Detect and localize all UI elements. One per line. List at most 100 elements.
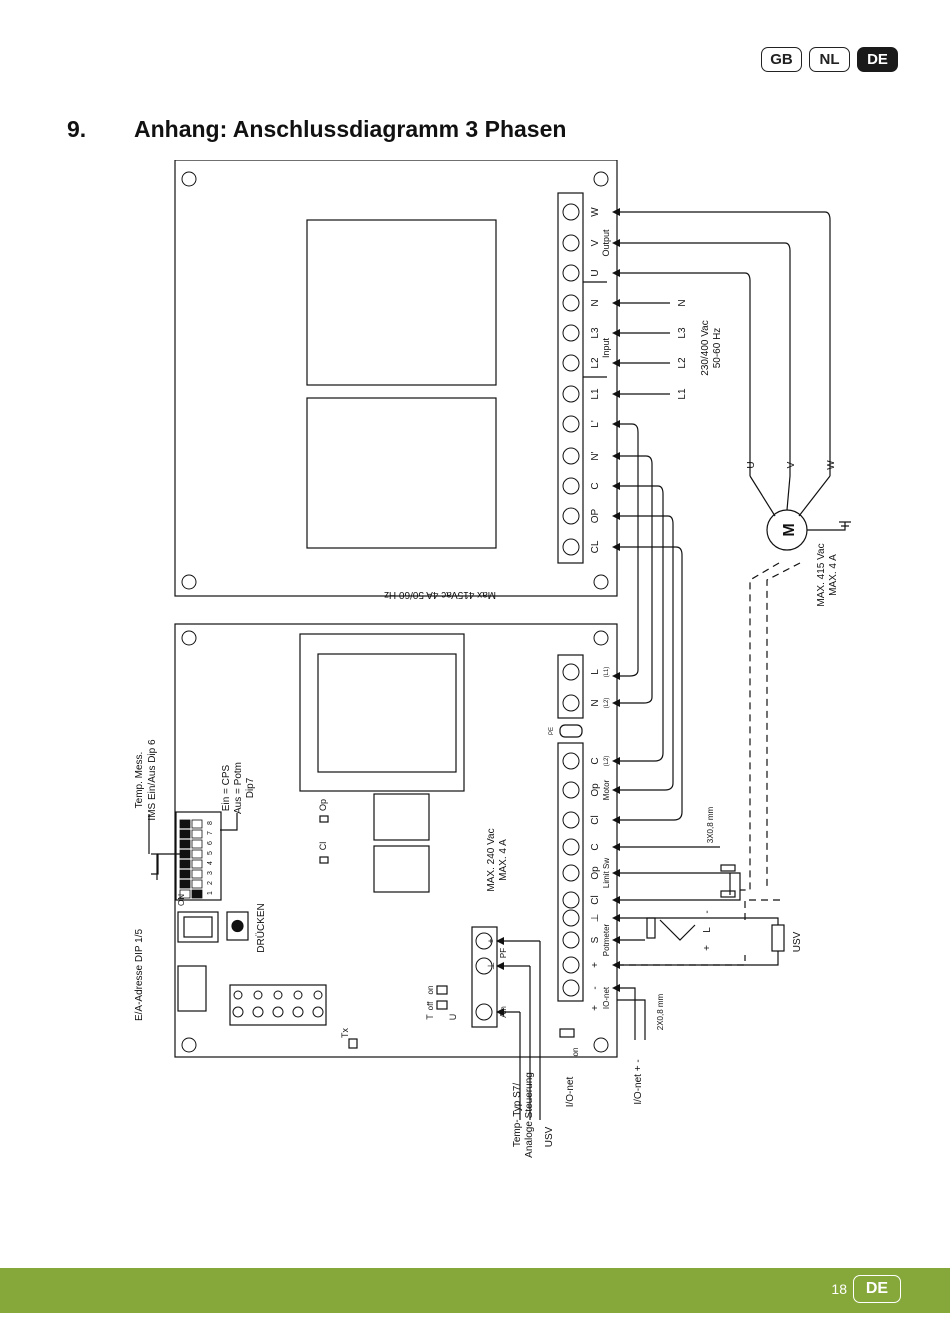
motor-c-label: C [590, 757, 601, 764]
temp-type-label: Temp- Typ S7/ [512, 1083, 523, 1148]
analog-control-label: Analoge Steuerung [524, 1072, 535, 1158]
dip-number-1: 1 [207, 891, 214, 895]
control-board [174, 623, 618, 1058]
motor-v-label: V [786, 461, 797, 468]
led-cl-label: Cl [318, 842, 328, 851]
supply-l2-label: L2 [677, 357, 688, 369]
terminal-connector [229, 984, 327, 1026]
terminal-l3-label: L3 [590, 327, 601, 339]
push-button [231, 919, 244, 933]
power-terminal-screws [562, 203, 580, 556]
group-motor-label: Motor [602, 779, 611, 800]
footer-bar: 18 DE [0, 1268, 950, 1313]
terminal-c-label: C [590, 482, 601, 489]
relay-rating-voltage: MAX. 240 Vac [486, 828, 497, 891]
limit-cl-label: Cl [590, 895, 601, 904]
dip-switch-block [175, 811, 222, 901]
push-button-label: DRÜCKEN [255, 903, 267, 952]
terminal-op-label: OP [590, 508, 601, 523]
dip-number-6: 6 [207, 841, 214, 845]
service-connector [177, 965, 207, 1012]
terminal-u-label: U [590, 269, 601, 276]
transformer-lower [306, 397, 497, 549]
supply-frequency-label: 50-60 Hz [712, 328, 723, 369]
footer-lang-badge[interactable]: DE [853, 1275, 901, 1303]
cps-label: Ein = CPS [221, 764, 232, 811]
transformer-upper [306, 219, 497, 386]
power-board [174, 160, 618, 597]
terminal-v-label: V [590, 239, 601, 246]
pot-plus-sign: + [702, 945, 713, 951]
pot-s-label: S [590, 936, 601, 943]
control-l-sub: (L1) [604, 667, 610, 678]
ionet-pm-label: I/O-net + - [633, 1059, 644, 1104]
group-potmeter-label: Potmeter [602, 923, 611, 956]
output-label: Output [601, 229, 611, 257]
pot-minus-sign: - [702, 910, 713, 913]
pot-plus-label: + [590, 962, 601, 968]
group-ionet-label: IO-net [602, 986, 611, 1009]
motor-u-label: U [746, 461, 757, 468]
limit-c-label: C [590, 843, 601, 850]
analog-ground-label: ⊥ [486, 962, 496, 970]
motor-w-label: W [826, 460, 837, 470]
led-op-label: Op [318, 799, 328, 811]
relay-op [373, 793, 430, 841]
pe-label: PE [549, 727, 555, 735]
ionet-label: I/O-net [565, 1077, 576, 1108]
lang-tab-nl[interactable]: NL [809, 47, 850, 72]
dashed-wiring [617, 562, 801, 966]
input-label: Input [601, 337, 611, 358]
control-l-label: L [590, 669, 601, 675]
terminal-w-label: W [590, 207, 601, 217]
mounting-holes [181, 171, 609, 1053]
language-tabs: GB NL DE [761, 47, 898, 72]
limit-op-label: Op [590, 866, 601, 880]
pot-ground-label: ⊥ [590, 914, 601, 923]
dip-on-label: ON [177, 894, 186, 906]
power-terminal-block [557, 192, 584, 564]
seven-segment-display [177, 911, 219, 943]
ionet-plus-label: + [590, 1005, 601, 1011]
supply-l1-label: L1 [677, 388, 688, 400]
switch-u-label: U [448, 1014, 458, 1021]
lang-tab-de[interactable]: DE [857, 47, 898, 72]
wire-arrows [496, 208, 620, 1016]
motor-op-label: Op [590, 783, 601, 797]
wiring [148, 211, 851, 1120]
lang-tab-gb[interactable]: GB [761, 47, 802, 72]
power-rating-label: Max 415Vac 4A 50/60 Hz [384, 589, 496, 600]
group-limit-label: Limit Sw [602, 858, 611, 888]
dip-number-5: 5 [207, 851, 214, 855]
potm-label: Aus = Potm [233, 762, 244, 814]
address-dip-label: E/A-Adresse DIP 1/5 [134, 929, 145, 1022]
terminal-l-prime-label: L' [590, 420, 601, 428]
page-title: Anhang: Anschlussdiagramm 3 Phasen [134, 116, 567, 142]
motor-label: M [781, 523, 798, 536]
control-terminal-block [557, 742, 584, 1002]
page-number: 18 [831, 1281, 847, 1297]
terminal-l1-label: L1 [590, 388, 601, 400]
motor-max-current: MAX. 4 A [828, 554, 839, 596]
supply-l3-label: L3 [677, 327, 688, 339]
dip-number-3: 3 [207, 871, 214, 875]
control-transformer [299, 633, 465, 792]
supply-n-label: N [677, 299, 688, 306]
motor-max-voltage: MAX. 415 Vac [816, 543, 827, 606]
dip-number-4: 4 [207, 861, 214, 865]
dip7-label: Dip7 [245, 777, 256, 798]
analog-terminal-block [471, 926, 498, 1028]
switch-off-label: off [426, 1001, 435, 1011]
relay-cl [373, 845, 430, 893]
terminal-n-label: N [590, 299, 601, 306]
dip-switches [179, 819, 203, 899]
switch-on-label: on [426, 986, 435, 995]
control-n-label: N [590, 699, 601, 706]
usv-right-label: USV [792, 931, 803, 952]
temp-meas-label: Temp. Mess. [134, 752, 145, 809]
usv-left-label: USV [544, 1126, 555, 1147]
terminal-l2-label: L2 [590, 357, 601, 369]
dip-number-8: 8 [207, 821, 214, 825]
control-power-terminals [557, 654, 584, 719]
ionet-on-label: on [571, 1048, 580, 1057]
